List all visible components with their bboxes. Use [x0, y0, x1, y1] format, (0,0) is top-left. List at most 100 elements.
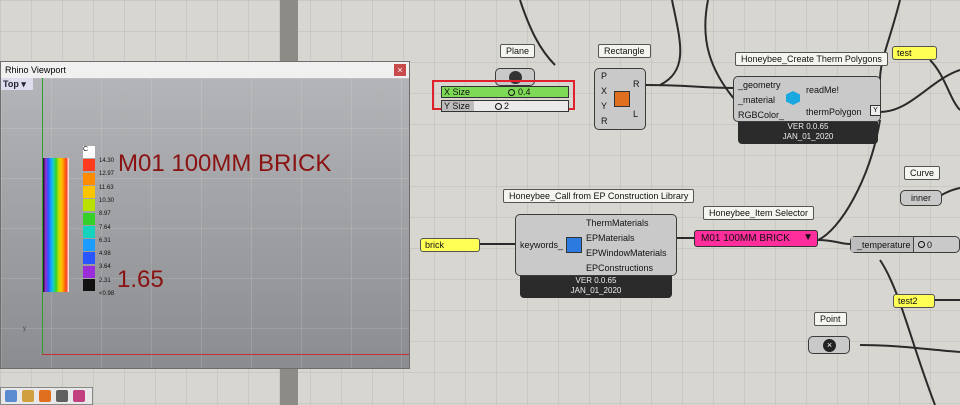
legend-swatch — [83, 172, 95, 185]
construction-version: VER 0.0.65 JAN_01_2020 — [520, 276, 672, 298]
point-component[interactable]: × — [808, 336, 850, 354]
legend-value: 3.64 — [99, 264, 111, 271]
app-icon-5[interactable] — [73, 390, 85, 402]
construction-component[interactable]: keywords_ ThermMaterials EPMaterials EPW… — [515, 214, 677, 276]
rect-input-p[interactable]: P — [601, 71, 608, 81]
y-size-handle[interactable] — [495, 103, 502, 110]
legend-value: 10.30 — [99, 197, 115, 204]
therm-output-polygon[interactable]: thermPolygon — [806, 107, 862, 117]
wire-therm-out — [879, 69, 960, 113]
wire-test — [929, 59, 960, 111]
temperature-label-box — [851, 237, 914, 252]
curve-component[interactable]: inner — [900, 190, 942, 206]
legend-swatch — [83, 279, 95, 291]
rectangle-label: Rectangle — [598, 44, 651, 58]
panel-brick[interactable]: brick — [420, 238, 480, 252]
legend-value: 4.98 — [99, 251, 111, 258]
therm-version-text: VER 0.0.65 — [787, 122, 829, 131]
therm-component[interactable]: _geometry _material RGBColor_ readMe! th… — [733, 76, 881, 122]
preview-toggle-icon[interactable]: Y — [870, 105, 881, 116]
plane-label: Plane — [500, 44, 536, 58]
construction-version-text: VER 0.0.65 — [575, 276, 617, 285]
axis-indicator: y — [23, 326, 26, 332]
x-size-handle[interactable] — [508, 89, 515, 96]
item-selector-dropdown[interactable]: M01 100MM BRICK ▼ — [694, 230, 818, 247]
legend-value: 12.97 — [99, 171, 115, 178]
rect-input-y[interactable]: Y — [601, 101, 608, 111]
x-axis-line — [42, 354, 409, 355]
legend-value: 7.64 — [99, 224, 111, 231]
wire-point-right — [859, 344, 960, 353]
therm-date-text: JAN_01_2020 — [782, 132, 834, 141]
x-size-value: 0.4 — [518, 87, 531, 97]
temperature-component[interactable]: _temperature 0 — [850, 236, 960, 253]
app-icon-2[interactable] — [22, 390, 34, 402]
wire-top-1 — [659, 0, 682, 86]
construction-output-epconstructions[interactable]: EPConstructions — [586, 263, 654, 273]
legend-swatch — [83, 185, 95, 198]
construction-input-keywords[interactable]: keywords_ — [520, 240, 564, 250]
honeybee-icon — [786, 91, 800, 105]
rect-output-l[interactable]: L — [633, 109, 639, 119]
rhino-title: Rhino Viewport — [5, 65, 66, 75]
therm-label: Honeybee_Create Therm Polygons — [735, 52, 888, 66]
y-size-value: 2 — [504, 101, 510, 111]
rhino-titlebar: Rhino Viewport × — [1, 62, 409, 78]
taskbar — [0, 387, 93, 405]
legend-swatch — [83, 252, 95, 265]
y-size-slider[interactable]: Y Size 2 — [441, 100, 569, 112]
thermal-polygon-gradient — [43, 158, 69, 292]
wire-down — [879, 259, 936, 405]
construction-output-epmaterials[interactable]: EPMaterials — [586, 233, 635, 243]
rectangle-component[interactable]: P X Y R R L — [594, 68, 646, 130]
view-tab-top[interactable]: Top ▾ — [1, 78, 33, 90]
app-icon-4[interactable] — [56, 390, 68, 402]
legend-value: 14.30 — [99, 158, 115, 164]
temperature-label: _temperature — [857, 240, 911, 250]
temperature-handle[interactable] — [918, 241, 925, 248]
item-selector-label: Honeybee_Item Selector — [703, 206, 815, 220]
app-icon-3[interactable] — [39, 390, 51, 402]
legend-swatch — [83, 265, 95, 278]
legend-swatch — [83, 212, 95, 225]
x-size-slider[interactable]: X Size 0.4 — [441, 86, 569, 98]
view-tab-label: Top — [3, 79, 19, 89]
point-label: Point — [814, 312, 847, 326]
legend-swatch — [83, 225, 95, 238]
rect-input-r[interactable]: R — [601, 116, 608, 126]
therm-version: VER 0.0.65 JAN_01_2020 — [738, 122, 878, 144]
wire-top-4 — [519, 0, 556, 66]
wire-top-2 — [704, 0, 736, 101]
legend-value: <0.98 — [99, 291, 115, 297]
material-label: M01 100MM BRICK — [118, 150, 332, 177]
legend-title: C — [83, 146, 89, 153]
construction-output-epwindow[interactable]: EPWindowMaterials — [586, 248, 667, 258]
panel-test2[interactable]: test2 — [893, 294, 935, 308]
library-icon — [566, 237, 582, 253]
therm-input-rgbcolor[interactable]: RGBColor_ — [738, 110, 785, 120]
therm-output-readme[interactable]: readMe! — [806, 85, 840, 95]
therm-input-geometry[interactable]: _geometry — [738, 80, 781, 90]
legend-value: 6.31 — [99, 237, 111, 244]
curve-value: inner — [911, 193, 932, 203]
therm-input-material[interactable]: _material — [738, 95, 776, 105]
dropdown-arrow-icon[interactable]: ▼ — [803, 232, 813, 243]
legend-swatch — [83, 199, 95, 212]
rect-output-r[interactable]: R — [633, 79, 640, 89]
legend-swatch — [83, 146, 95, 158]
temperature-value: 0 — [927, 240, 933, 250]
legend-value: 8.97 — [99, 211, 111, 218]
x-size-label: X Size — [444, 87, 471, 97]
curve-label: Curve — [904, 166, 941, 180]
panel-test[interactable]: test — [892, 46, 937, 60]
construction-output-therm[interactable]: ThermMaterials — [586, 218, 649, 228]
rect-input-x[interactable]: X — [601, 86, 608, 96]
app-icon-1[interactable] — [5, 390, 17, 402]
point-icon: × — [823, 339, 836, 352]
legend-value: 2.31 — [99, 277, 111, 284]
close-icon[interactable]: × — [394, 64, 406, 76]
y-size-fill — [442, 101, 474, 111]
